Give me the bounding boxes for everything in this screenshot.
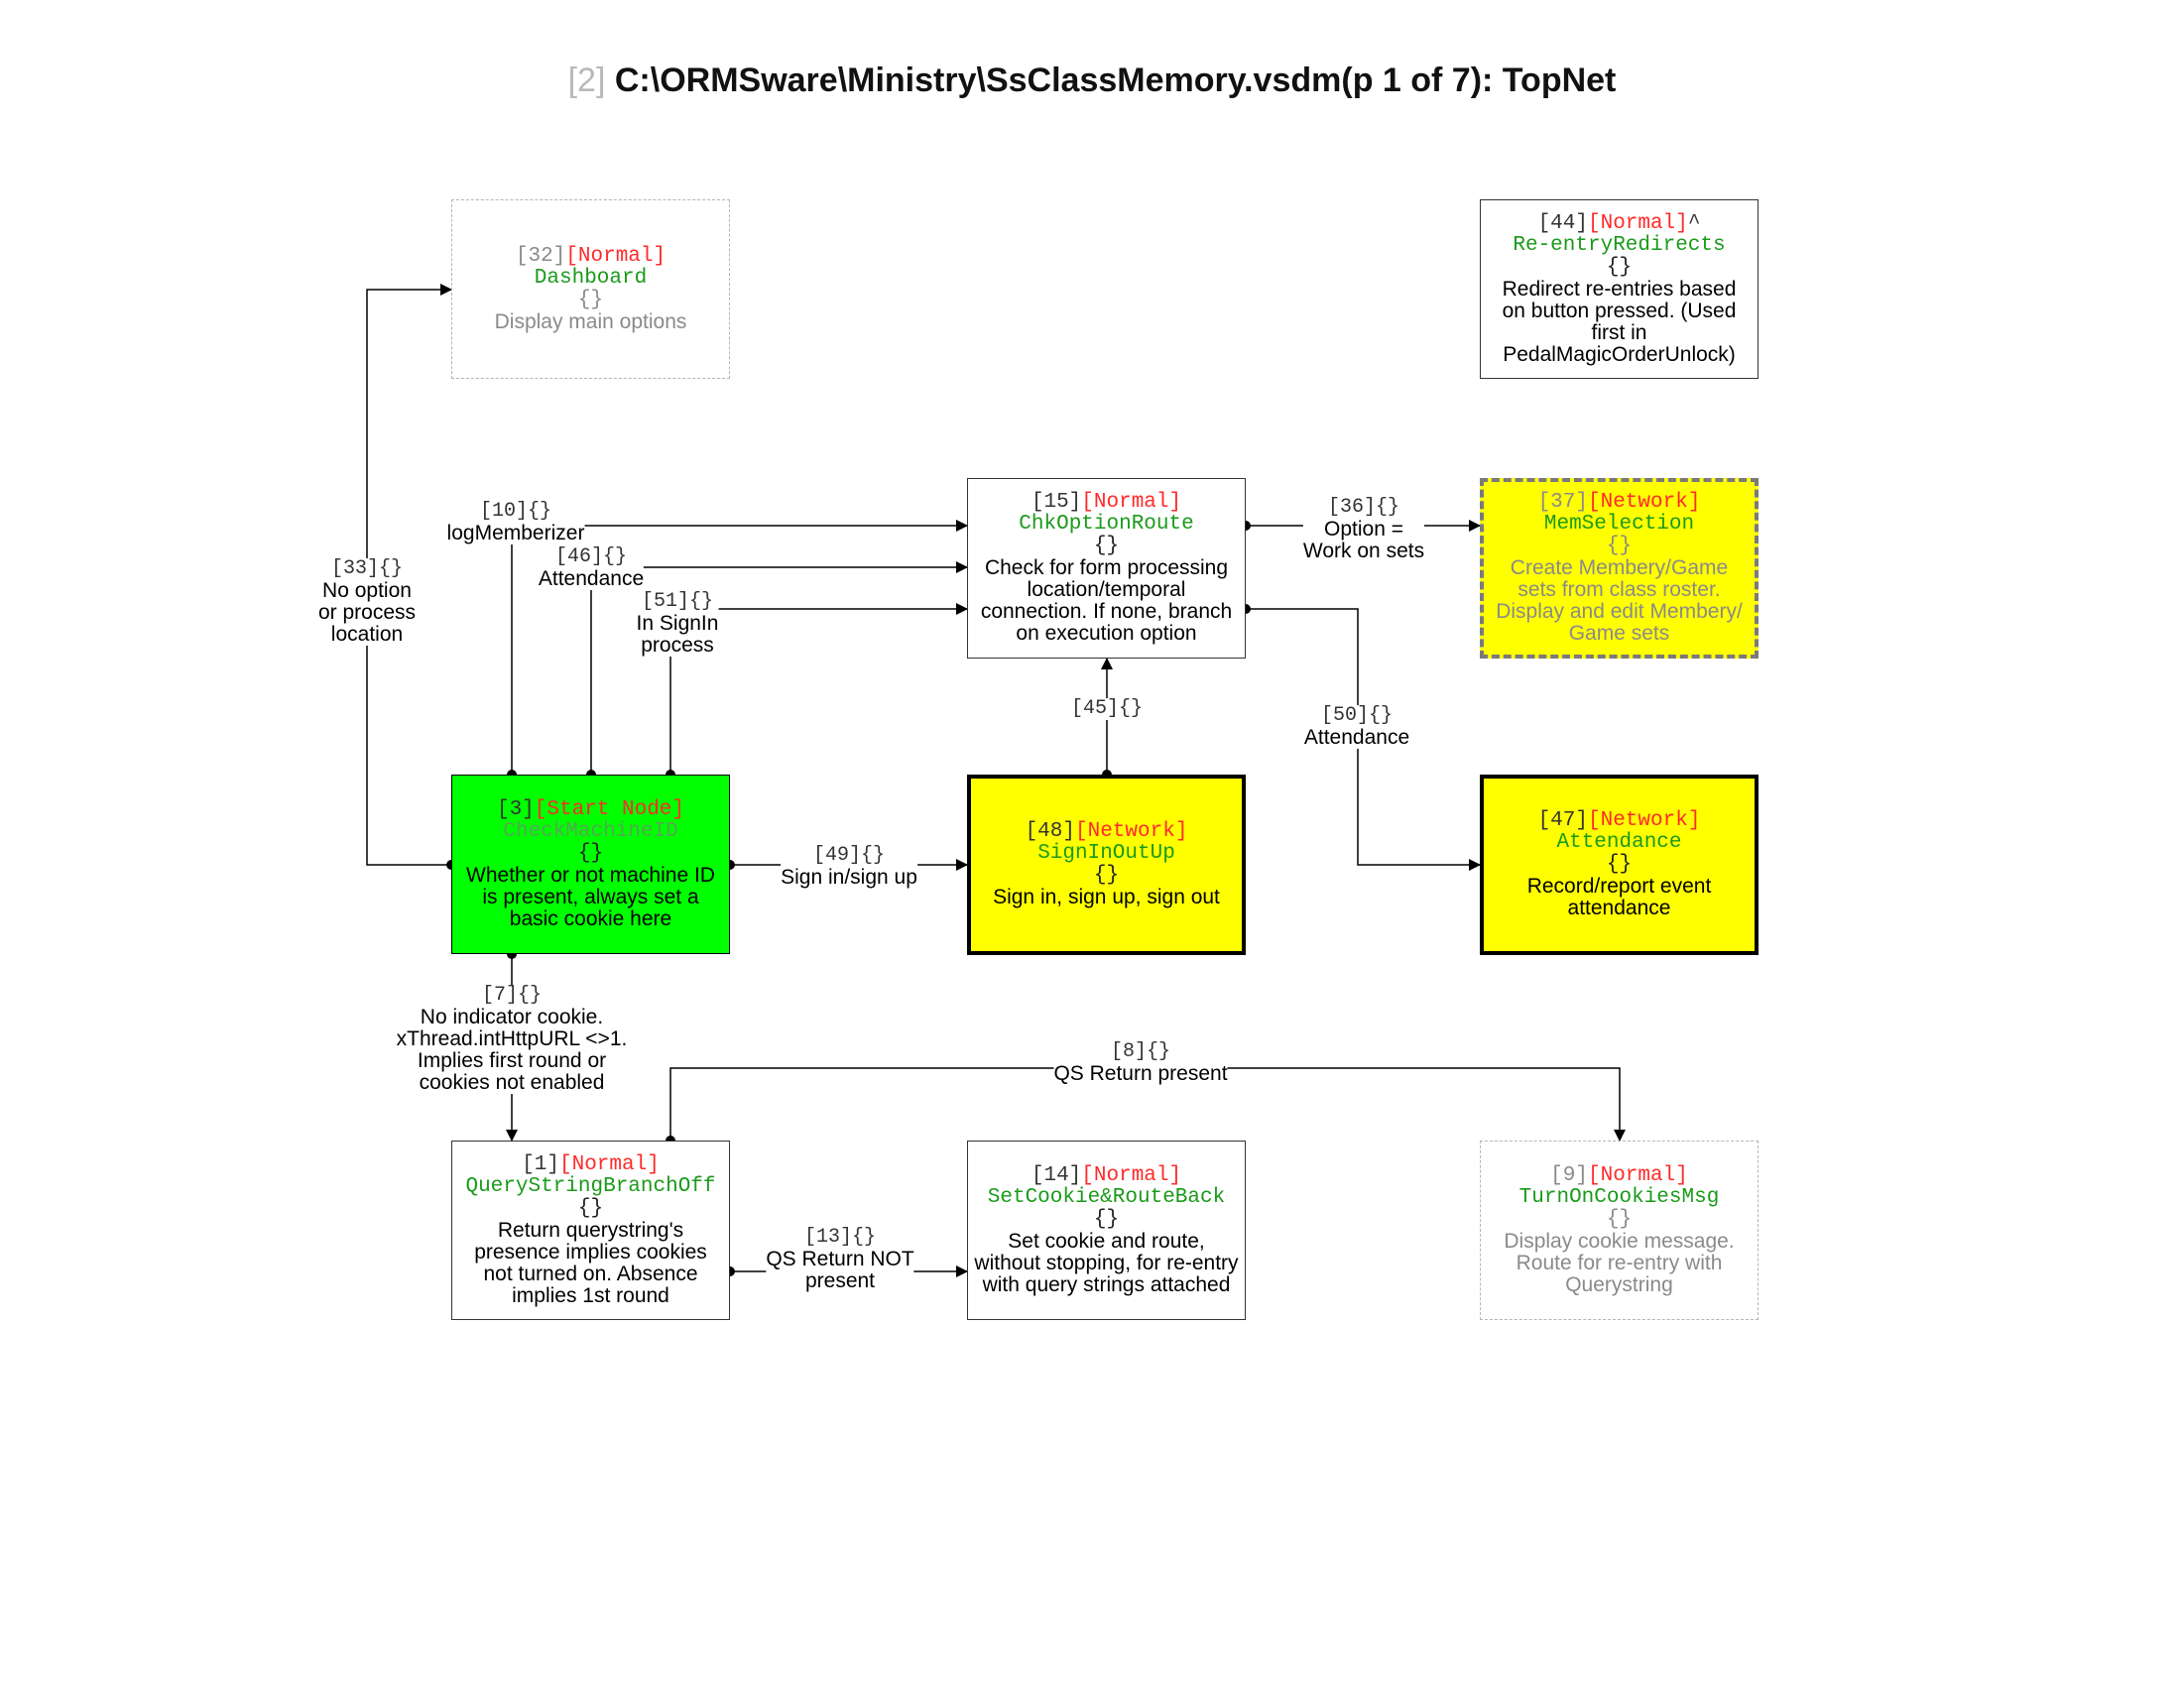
node-name: Re-entryRedirects (1513, 233, 1726, 257)
node-name: MemSelection (1543, 513, 1695, 536)
node-braces: {} (577, 841, 604, 865)
edge-label-46: [46]{} Attendance (538, 545, 645, 590)
node-header: [3][Start Node] (496, 797, 685, 821)
node-description: Redirect re-entries based on button pres… (1502, 277, 1737, 366)
node-name: Attendance (1556, 831, 1682, 854)
page-ref: [2] (567, 61, 606, 99)
edge-label-36: [36]{} Option = Work on sets (1302, 496, 1425, 562)
node-description: Return querystring's presence implies co… (474, 1218, 707, 1307)
node-name: ChkOptionRoute (1019, 513, 1194, 536)
node-braces: {} (577, 288, 604, 311)
node-sign-in-out-up[interactable]: [48][Network] SignInOutUp {} Sign in, si… (967, 775, 1246, 955)
node-name: TurnOnCookiesMsg (1518, 1185, 1720, 1209)
node-header: [32][Normal] (515, 244, 667, 268)
node-braces: {} (1606, 853, 1633, 876)
node-description: Display cookie message. Route for re-ent… (1504, 1229, 1735, 1296)
node-header: [47][Network] (1537, 809, 1701, 832)
node-header: [44][Normal]^ (1537, 211, 1701, 235)
edge-label-49: [49]{} Sign in/sign up (781, 844, 917, 889)
node-check-machine-id[interactable]: [3][Start Node] CheckMachineID {} Whethe… (451, 775, 730, 954)
node-header: [15][Normal] (1031, 491, 1182, 514)
node-reentry-redirects[interactable]: [44][Normal]^ Re-entryRedirects {} Redir… (1480, 199, 1759, 379)
node-braces: {} (1606, 255, 1633, 279)
node-description: Sign in, sign up, sign out (993, 886, 1220, 908)
node-name: Dashboard (534, 266, 648, 290)
node-braces: {} (1093, 864, 1120, 887)
node-mem-selection[interactable]: [37][Network] MemSelection {} Create Mem… (1480, 478, 1759, 659)
node-description: Whether or not machine ID is present, al… (466, 863, 715, 930)
node-braces: {} (1093, 535, 1120, 557)
edge-label-33: [33]{} No option or process location (317, 557, 417, 646)
node-braces: {} (1606, 535, 1633, 557)
node-header: [1][Normal] (522, 1152, 660, 1176)
node-braces: {} (1093, 1207, 1120, 1231)
node-query-string-branch-off[interactable]: [1][Normal] QueryStringBranchOff {} Retu… (451, 1141, 730, 1320)
node-description: Record/report event attendance (1526, 875, 1712, 919)
edge-label-8: [8]{} QS Return present (1053, 1040, 1228, 1085)
edge-label-7: [7]{} No indicator cookie. xThread.intHt… (396, 984, 628, 1094)
page-title: [2] C:\ORMSware\Ministry\SsClassMemory.v… (0, 61, 2184, 100)
edge-label-45: [45]{} (1070, 697, 1144, 720)
node-header: [48][Network] (1025, 820, 1188, 843)
node-turn-on-cookies-msg[interactable]: [9][Normal] TurnOnCookiesMsg {} Display … (1480, 1141, 1759, 1320)
node-description: Display main options (494, 309, 687, 333)
node-header: [14][Normal] (1031, 1163, 1182, 1187)
node-dashboard[interactable]: [32][Normal] Dashboard {} Display main o… (451, 199, 730, 379)
node-description: Set cookie and route, without stopping, … (974, 1229, 1239, 1296)
edge-label-51: [51]{} In SignIn process (636, 590, 719, 657)
node-name: SetCookie&RouteBack (987, 1185, 1226, 1209)
node-name: CheckMachineID (503, 819, 678, 843)
node-braces: {} (577, 1196, 604, 1220)
edge-label-13: [13]{} QS Return NOT present (766, 1226, 914, 1292)
node-attendance[interactable]: [47][Network] Attendance {} Record/repor… (1480, 775, 1759, 955)
node-header: [9][Normal] (1550, 1163, 1688, 1187)
node-braces: {} (1606, 1207, 1633, 1231)
edge-label-50: [50]{} Attendance (1303, 704, 1410, 749)
node-chk-option-route[interactable]: [15][Normal] ChkOptionRoute {} Check for… (967, 478, 1246, 659)
node-name: QueryStringBranchOff (465, 1174, 716, 1198)
node-name: SignInOutUp (1037, 842, 1175, 865)
edge-label-10: [10]{} logMemberizer (446, 500, 585, 544)
node-header: [37][Network] (1537, 491, 1701, 514)
file-path-title: C:\ORMSware\Ministry\SsClassMemory.vsdm(… (614, 61, 1617, 99)
node-set-cookie-route-back[interactable]: [14][Normal] SetCookie&RouteBack {} Set … (967, 1141, 1246, 1320)
node-description: Create Membery/Game sets from class rost… (1496, 556, 1743, 645)
node-description: Check for form processing location/tempo… (980, 556, 1233, 645)
